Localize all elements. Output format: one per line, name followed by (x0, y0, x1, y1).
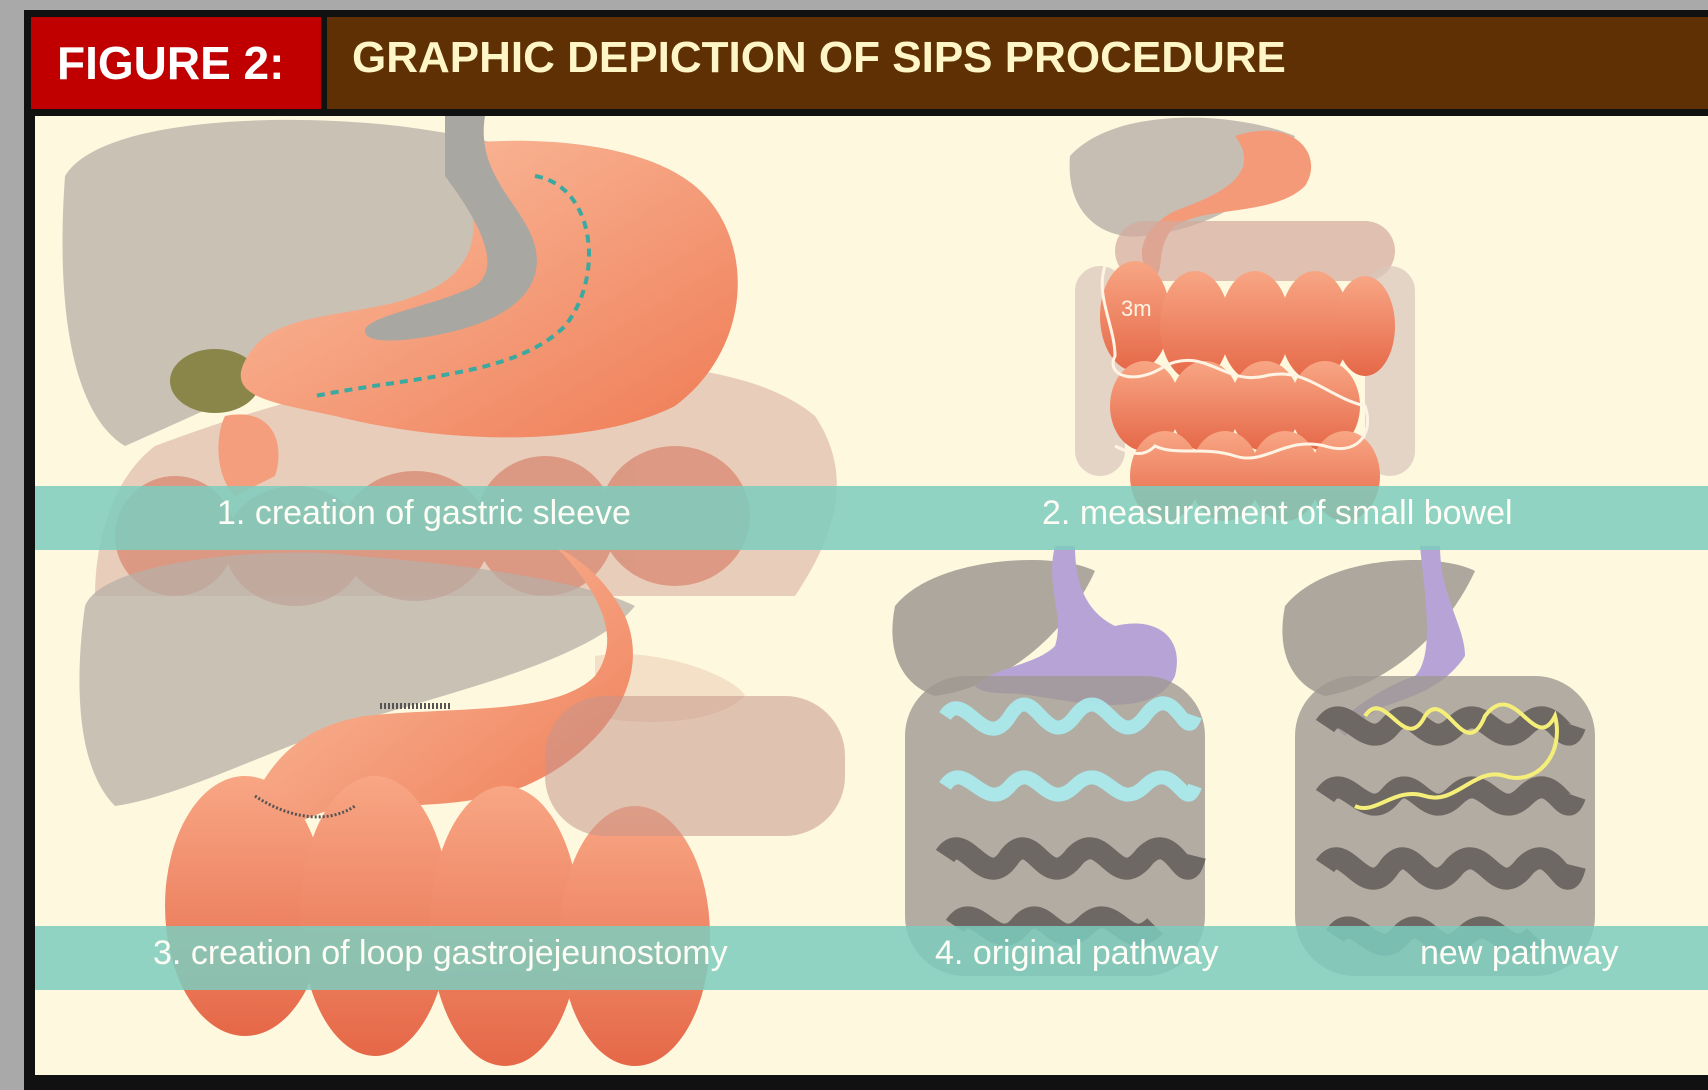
colon-3 (545, 696, 845, 836)
caption-step-1-number: 1. (217, 494, 245, 532)
panel2-illustration: 3m (1070, 118, 1415, 521)
caption-step-4-original: original pathway (973, 934, 1219, 972)
caption-step-2: 2. measurement of small bowel (1042, 494, 1513, 533)
measure-label: 3m (1121, 296, 1152, 321)
caption-step-4: 4. original pathway (935, 934, 1219, 973)
caption-step-1: 1. creation of gastric sleeve (217, 494, 631, 533)
caption-step-4-new: new pathway (1420, 934, 1618, 973)
caption-step-2-text: measurement of small bowel (1080, 494, 1513, 532)
caption-step-4-number: 4. (935, 934, 963, 972)
caption-step-3-number: 3. (153, 934, 181, 972)
illustration-canvas: 3m (35, 116, 1708, 1075)
figure-title: GRAPHIC DEPICTION OF SIPS PROCEDURE (327, 17, 1708, 109)
caption-step-3-text: creation of loop gastrojejeunostomy (191, 934, 728, 972)
figure-label: FIGURE 2: (31, 17, 321, 109)
caption-step-1-text: creation of gastric sleeve (255, 494, 631, 532)
caption-step-3: 3. creation of loop gastrojejeunostomy (153, 934, 728, 973)
panel4-new-illustration (1282, 546, 1595, 976)
caption-step-4-new-text: new pathway (1420, 934, 1618, 972)
panel4-original-illustration (892, 546, 1205, 976)
caption-step-2-number: 2. (1042, 494, 1070, 532)
